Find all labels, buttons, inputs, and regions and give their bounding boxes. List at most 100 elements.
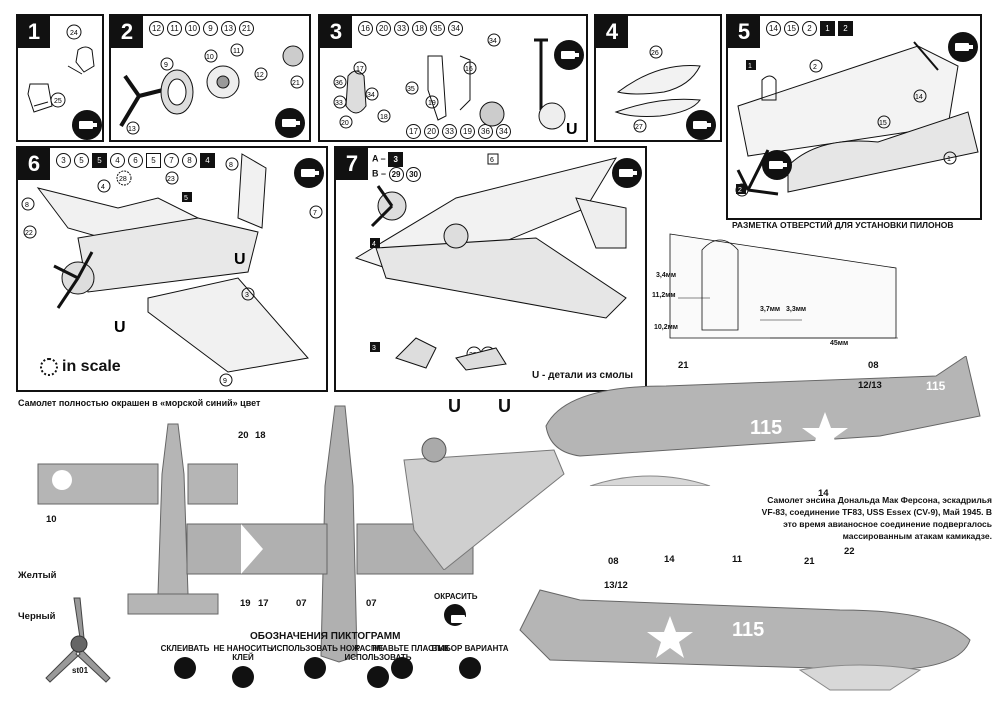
- part-badge: 20: [424, 124, 439, 139]
- svg-text:9: 9: [164, 62, 168, 69]
- svg-text:24: 24: [70, 30, 78, 37]
- glue-icon: [294, 158, 324, 188]
- svg-text:35: 35: [407, 86, 415, 93]
- part-badge: 34: [496, 124, 511, 139]
- legend-knife: ИСПОЛЬЗОВАТЬ НОЖ: [270, 644, 360, 679]
- step-number: 1: [18, 16, 50, 48]
- dim-label: 45мм: [830, 340, 849, 347]
- legend-label: ИСПОЛЬЗОВАТЬ НОЖ: [270, 644, 360, 653]
- decal-label: 14: [818, 488, 829, 499]
- svg-text:21: 21: [292, 80, 300, 87]
- step-1-panel: 1 24 25: [16, 14, 104, 142]
- svg-text:1: 1: [947, 156, 951, 163]
- part-badge: 5: [74, 153, 89, 168]
- svg-text:18: 18: [380, 114, 388, 121]
- svg-text:6: 6: [490, 157, 494, 164]
- part-badge: 7: [164, 153, 179, 168]
- decal-label: 07: [296, 598, 307, 609]
- svg-text:4: 4: [372, 241, 376, 248]
- svg-text:115: 115: [546, 579, 566, 593]
- paint-label: ОКРАСИТЬ: [434, 592, 478, 601]
- aircraft-side-view-bottom: 115 115: [519, 579, 971, 691]
- step-number: 2: [111, 16, 143, 48]
- step-number: 7: [336, 148, 368, 180]
- paint-icon: [444, 604, 469, 626]
- legend-variant: ВЫБОР ВАРИАНТА: [430, 644, 510, 679]
- svg-text:2: 2: [738, 187, 742, 194]
- svg-text:12: 12: [256, 72, 264, 79]
- part-badge: 5: [92, 153, 107, 168]
- step-number: 3: [320, 16, 352, 48]
- part-badge: 33: [394, 21, 409, 36]
- svg-text:28: 28: [119, 176, 127, 183]
- variant-b-row: B – 29 30: [372, 167, 422, 182]
- variant-icon: [459, 657, 481, 679]
- parts-list: 14 15 2 1 2: [766, 21, 853, 36]
- paint-note: Самолет полностью окрашен в «морской син…: [18, 398, 261, 408]
- part-badge: 20: [376, 21, 391, 36]
- no-glue-icon: [554, 40, 584, 70]
- fuselage-assembly-drawing: 1 2 14 15 1 2: [735, 41, 979, 197]
- part-badge: 21: [239, 21, 254, 36]
- dim-label: 10,2мм: [654, 324, 678, 331]
- part-badge: 18: [412, 21, 427, 36]
- svg-text:26: 26: [651, 50, 659, 57]
- wing-underside-detail: [403, 437, 565, 570]
- svg-text:3: 3: [245, 292, 249, 299]
- part-badge: 8: [182, 153, 197, 168]
- pylon-title: РАЗМЕТКА ОТВЕРСТИЙ ДЛЯ УСТАНОВКИ ПИЛОНОВ: [732, 220, 954, 230]
- prop-part: st01: [72, 666, 89, 675]
- step-number: 4: [596, 16, 628, 48]
- svg-text:2: 2: [813, 64, 817, 71]
- decal-label: 08: [868, 360, 879, 371]
- propeller-drawing: [45, 597, 111, 683]
- part-badge: 2: [802, 21, 817, 36]
- engine-propeller-drawing: 9 10 11 12 13 21: [119, 43, 304, 135]
- svg-text:115: 115: [732, 619, 764, 641]
- svg-text:33: 33: [335, 100, 343, 107]
- landing-gear-drawing: 17 36 34 35 33 18 19 16 20 34 U: [333, 33, 578, 138]
- legend-glue: СКЛЕИВАТЬ: [150, 644, 220, 679]
- svg-text:17: 17: [356, 66, 364, 73]
- part-badge: 9: [203, 21, 218, 36]
- svg-text:U: U: [114, 319, 126, 336]
- step-number: 6: [18, 148, 50, 180]
- canopy-drawing: 26 27: [614, 45, 701, 133]
- legend-label: РАСПЛАВЬТЕ ПЛАСТИК: [354, 644, 450, 653]
- decal-label: 08: [608, 556, 619, 567]
- part-badge: 10: [185, 21, 200, 36]
- part-badge: 17: [406, 124, 421, 139]
- parts-list: 3 5 5 4 6 5 7 8 4: [56, 153, 215, 168]
- step-6-panel: 6 3 5 5 4 6 5 7 8 4 4 28 23 5 8 8 22 7 3…: [16, 146, 328, 392]
- glue-icon: [275, 108, 305, 138]
- glue-icon: [612, 158, 642, 188]
- aircraft-bottom-view: [186, 405, 474, 663]
- part-badge: 34: [448, 21, 463, 36]
- part-badge: 2: [838, 21, 853, 36]
- svg-text:9: 9: [223, 378, 227, 385]
- svg-text:14: 14: [915, 94, 923, 101]
- resin-mark: U: [448, 396, 461, 416]
- part-badge: 1: [820, 21, 835, 36]
- part-badge: 19: [460, 124, 475, 139]
- legend-label: ВЫБОР ВАРИАНТА: [431, 644, 509, 653]
- resin-mark: U: [498, 396, 511, 416]
- svg-text:7: 7: [313, 210, 317, 217]
- legend-label: НЕ ИСПОЛЬЗОВАТЬ: [344, 644, 412, 662]
- legend-cross: НЕ ИСПОЛЬЗОВАТЬ: [338, 644, 418, 688]
- svg-text:5: 5: [184, 195, 188, 202]
- pylon-marking-section: РАЗМЕТКА ОТВЕРСТИЙ ДЛЯ УСТАНОВКИ ПИЛОНОВ…: [650, 220, 996, 360]
- svg-text:34: 34: [489, 38, 497, 45]
- dim-label: 3,4мм: [656, 272, 677, 279]
- part-badge: 6: [128, 153, 143, 168]
- legend-no-glue: НЕ НАНОСИТЬ КЛЕЙ: [208, 644, 278, 688]
- knife-icon: [304, 657, 326, 679]
- glue-icon: [948, 32, 978, 62]
- decal-label: 19: [240, 598, 251, 609]
- svg-text:22: 22: [25, 230, 33, 237]
- prop-color-black: Черный: [18, 611, 56, 622]
- decal-label: 18: [255, 430, 266, 441]
- part-badge: 29: [388, 167, 404, 182]
- variant-a-row: A – 3: [372, 152, 421, 167]
- svg-text:1: 1: [748, 63, 752, 70]
